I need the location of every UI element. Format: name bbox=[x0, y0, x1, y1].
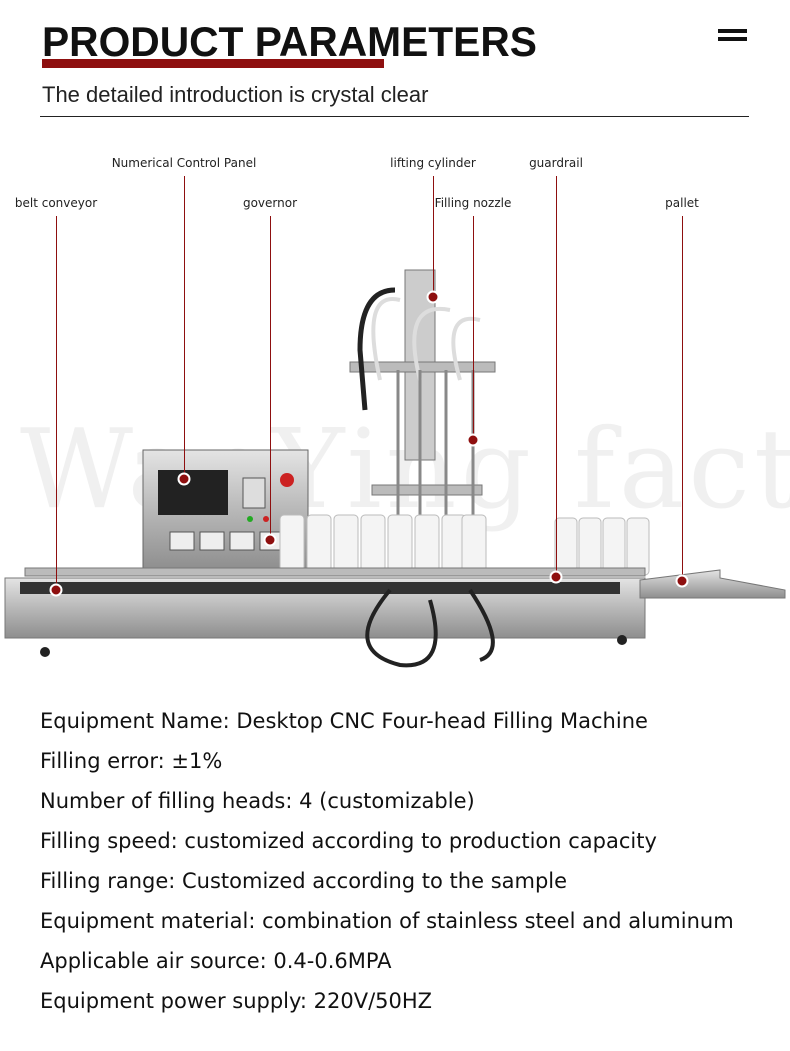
callout-dot bbox=[466, 433, 480, 447]
callout-line bbox=[473, 216, 474, 440]
callout-label-filling-nozzle: Filling nozzle bbox=[434, 196, 512, 210]
page-title: PRODUCT PARAMETERS bbox=[42, 18, 537, 65]
menu-icon[interactable] bbox=[718, 29, 747, 45]
spec-filling-error: Filling error: ±1% bbox=[40, 749, 223, 773]
callout-line bbox=[270, 216, 271, 540]
spec-power-supply: Equipment power supply: 220V/50HZ bbox=[40, 989, 433, 1013]
spec-filling-heads: Number of filling heads: 4 (customizable… bbox=[40, 789, 475, 813]
callout-line bbox=[682, 216, 683, 581]
callout-line bbox=[433, 176, 434, 297]
callout-line bbox=[184, 176, 185, 479]
callout-dot bbox=[549, 570, 563, 584]
page-subtitle: The detailed introduction is crystal cle… bbox=[42, 82, 429, 107]
callout-label-belt-conveyor: belt conveyor bbox=[14, 196, 98, 210]
spec-equipment-name: Equipment Name: Desktop CNC Four-head Fi… bbox=[40, 709, 648, 733]
callout-dot bbox=[426, 290, 440, 304]
callout-line bbox=[56, 216, 57, 590]
spec-filling-speed: Filling speed: customized according to p… bbox=[40, 829, 657, 853]
spec-air-source: Applicable air source: 0.4-0.6MPA bbox=[40, 949, 392, 973]
spec-filling-range: Filling range: Customized according to t… bbox=[40, 869, 568, 893]
callout-label-lifting-cylinder: lifting cylinder bbox=[390, 156, 476, 170]
callout-label-pallet: pallet bbox=[665, 196, 699, 210]
callout-dot bbox=[675, 574, 689, 588]
filling-machine-image bbox=[4, 269, 786, 668]
callout-label-governor: governor bbox=[242, 196, 298, 210]
callout-line bbox=[556, 176, 557, 577]
callout-dot bbox=[263, 533, 277, 547]
title-underline bbox=[42, 59, 384, 68]
callout-dot bbox=[177, 472, 191, 486]
divider bbox=[40, 116, 749, 117]
callout-label-numerical-control-panel: Numerical Control Panel bbox=[111, 156, 257, 170]
callout-dot bbox=[49, 583, 63, 597]
spec-equipment-material: Equipment material: combination of stain… bbox=[40, 909, 734, 933]
callout-label-guardrail: guardrail bbox=[529, 156, 583, 170]
